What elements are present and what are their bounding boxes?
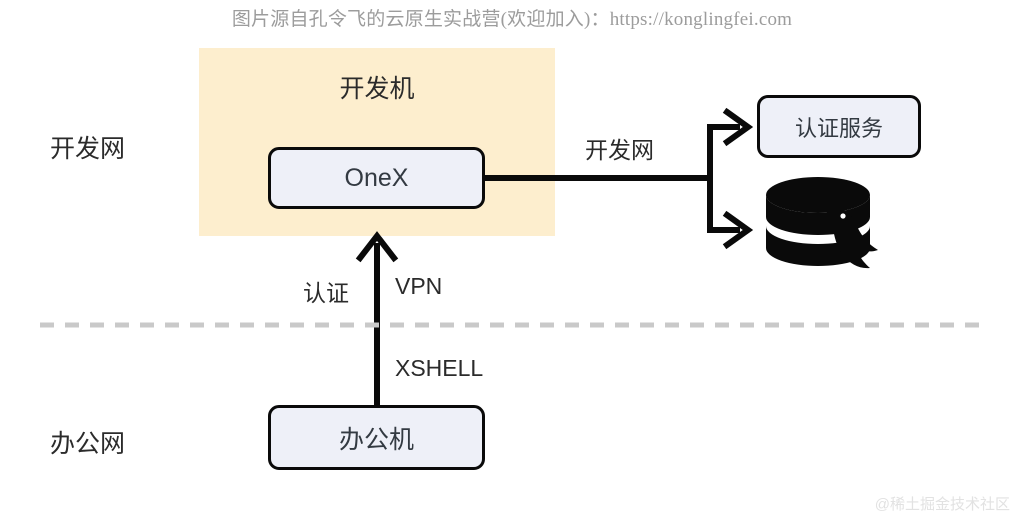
- edge-label-dev-network: 开发网: [585, 137, 654, 163]
- node-office-machine-label: 办公机: [338, 425, 414, 454]
- node-onex[interactable]: OneX: [268, 147, 485, 209]
- edge-label-authentication: 认证: [303, 280, 349, 306]
- edge-label-vpn: VPN: [395, 273, 443, 299]
- watermark-text: @稀土掘金技术社区: [874, 496, 1010, 513]
- node-auth-service-label: 认证服务: [794, 115, 883, 141]
- zone-label-dev-network: 开发网: [50, 135, 126, 163]
- node-auth-service[interactable]: 认证服务: [757, 95, 921, 158]
- mysql-database-icon: [766, 177, 878, 269]
- node-onex-label: OneX: [344, 163, 409, 192]
- header-credit-text: 图片源自孔令飞的云原生实战营(欢迎加入)：https://konglingfei…: [231, 9, 793, 30]
- node-office-machine[interactable]: 办公机: [268, 405, 485, 470]
- dev-machine-group-title: 开发机: [339, 75, 415, 103]
- arrowhead-db: [722, 210, 754, 250]
- arrowhead-onex: [355, 231, 399, 263]
- zone-label-office-network: 办公网: [50, 430, 126, 458]
- arrowhead-auth: [722, 107, 754, 147]
- edge-label-xshell: XSHELL: [395, 355, 484, 381]
